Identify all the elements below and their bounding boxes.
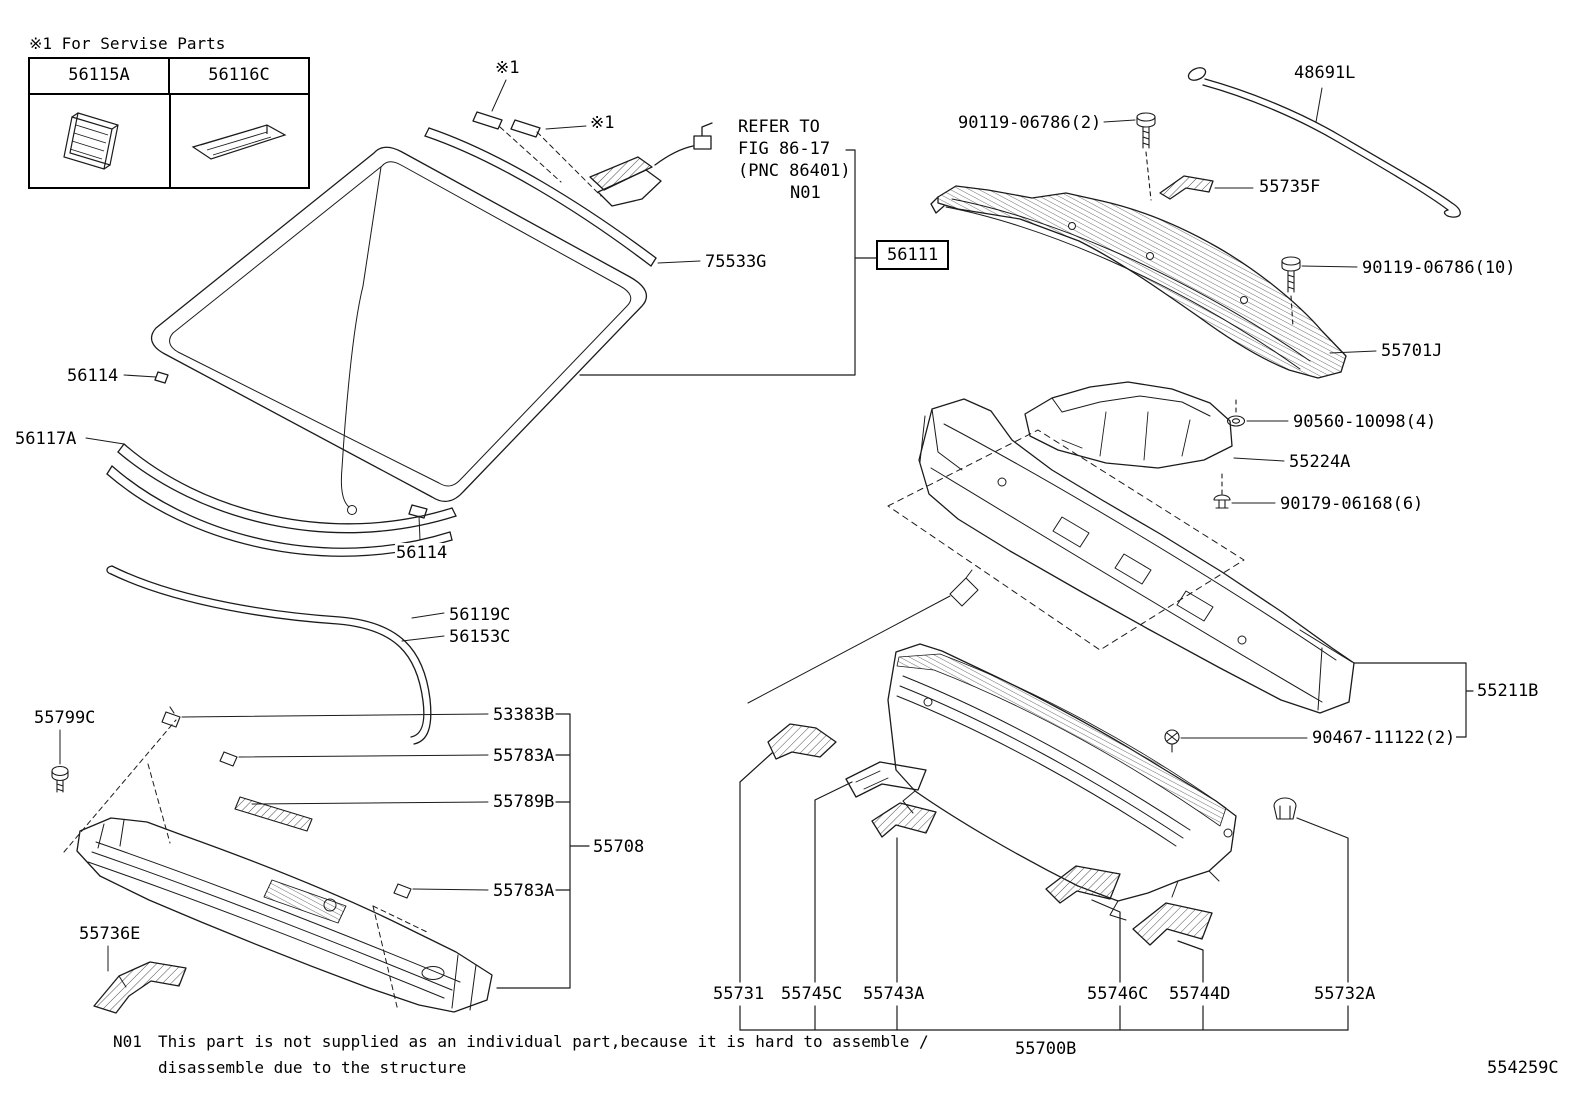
part-label-48691L[interactable]: 48691L [1293,63,1357,84]
upper-molding-75533G [424,127,657,267]
part-label-90467-11122[interactable]: 90467-11122(2) [1311,728,1457,749]
part-drawing-56115A [30,95,169,187]
bracket-55736E [93,961,187,1014]
footnote-code: N01 [113,1032,142,1051]
footnote-line2: disassemble due to the structure [158,1058,467,1077]
table-header-56115A[interactable]: 56115A [68,65,130,85]
table-header-56116C[interactable]: 56116C [168,59,308,93]
part-label-90119-06786-2[interactable]: 90119-06786(2) [957,113,1103,134]
group-bracket-55700B [739,752,1349,1031]
part-label-55789B[interactable]: 55789B [492,792,556,813]
part-label-55799C[interactable]: 55799C [33,708,97,729]
clip-55732A [1273,797,1297,820]
hood-support-rod-48691L [1187,67,1461,218]
cowl-louver-assembly-55708 [63,719,493,1013]
hood-seal-56119C-56153C [106,565,432,745]
clip-53383B [161,706,181,728]
bracket-55731 [767,723,837,760]
mirror-sensor-bracket [589,122,713,207]
clip-90467-11122 [1164,729,1180,753]
part-label-55735F[interactable]: 55735F [1258,177,1322,198]
part-label-55708[interactable]: 55708 [592,837,646,858]
part-label-90179-06168[interactable]: 90179-06168(6) [1279,494,1425,515]
service-parts-table: 56115A 56116C [28,57,310,189]
part-label-55746C[interactable]: 55746C [1086,984,1150,1005]
bracket-55735F [1159,175,1214,200]
part-label-56114-a[interactable]: 56114 [66,366,120,387]
nut-90560-10098 [1226,399,1246,427]
refer-note-code: N01 [789,183,822,204]
silencer-pad-55224A [1024,381,1233,469]
part-label-55745C[interactable]: 55745C [780,984,844,1005]
glass-clip-56114-a [154,371,169,384]
lower-molding-56117A [106,443,457,557]
strip-55789B [234,796,313,832]
part-label-55783A-b[interactable]: 55783A [492,881,556,902]
refer-note-line2: FIG 86-17 [737,139,832,160]
part-label-55701J[interactable]: 55701J [1380,341,1444,362]
footnote-line1: This part is not supplied as an individu… [158,1032,929,1051]
cowl-panel-inner-55211B [887,398,1355,714]
part-label-90119-06786-10[interactable]: 90119-06786(10) [1361,258,1517,279]
part-label-56119C[interactable]: 56119C [448,605,512,626]
highlighted-part-56111[interactable]: 56111 [876,240,950,270]
part-label-75533G[interactable]: 75533G [704,252,768,273]
cowl-top-ventilator-louver [930,185,1347,379]
leader-lines [59,79,1377,972]
glass-clip-56114-b [408,504,428,519]
sheet-code: 554259C [1486,1058,1560,1079]
part-label-53383B[interactable]: 53383B [492,705,556,726]
group-bracket-56111 [579,149,877,376]
windshield-spacer-clips [472,111,602,197]
bracket-55745C [845,761,927,798]
screw-55799C [51,765,69,793]
part-label-55736E[interactable]: 55736E [78,924,142,945]
clip-90179-06168 [1213,473,1231,509]
clip-55783A-a [219,751,238,767]
part-label-55224A[interactable]: 55224A [1288,452,1352,473]
service-parts-table-body [30,95,308,187]
part-label-55783A-a[interactable]: 55783A [492,746,556,767]
bracket-55743A [871,802,937,838]
cowl-clip-pointer [747,569,979,704]
bracket-55744D [1132,902,1213,946]
part-label-55732A[interactable]: 55732A [1313,984,1377,1005]
part-label-56117A[interactable]: 56117A [14,429,78,450]
group-bracket-55211B [1353,662,1474,738]
clip-55783A-b [393,883,412,899]
service-parts-table-header: 56115A 56116C [30,59,308,95]
ref-mark-a: ※1 [494,58,521,79]
refer-note-line1: REFER TO [737,117,821,138]
part-drawing-56116C [169,95,310,187]
part-label-55743A[interactable]: 55743A [862,984,926,1005]
service-parts-note: ※1 For Servise Parts [28,33,227,54]
part-label-90560-10098[interactable]: 90560-10098(4) [1292,412,1438,433]
part-label-55744D[interactable]: 55744D [1168,984,1232,1005]
bolt-90119-06786-b [1281,256,1301,328]
bolt-90119-06786-a [1136,112,1156,201]
part-label-55211B[interactable]: 55211B [1476,681,1540,702]
windshield-glass [150,146,648,515]
part-label-56114-b[interactable]: 56114 [395,543,449,564]
part-label-56153C[interactable]: 56153C [448,627,512,648]
part-label-55700B[interactable]: 55700B [1014,1039,1078,1060]
ref-mark-b: ※1 [589,113,616,134]
cowl-panel-outer-assembly [887,643,1237,921]
part-label-55731[interactable]: 55731 [712,984,766,1005]
group-bracket-55708 [496,713,590,989]
refer-note-line3: (PNC 86401) [737,161,852,182]
bracket-55746C [1045,865,1121,904]
